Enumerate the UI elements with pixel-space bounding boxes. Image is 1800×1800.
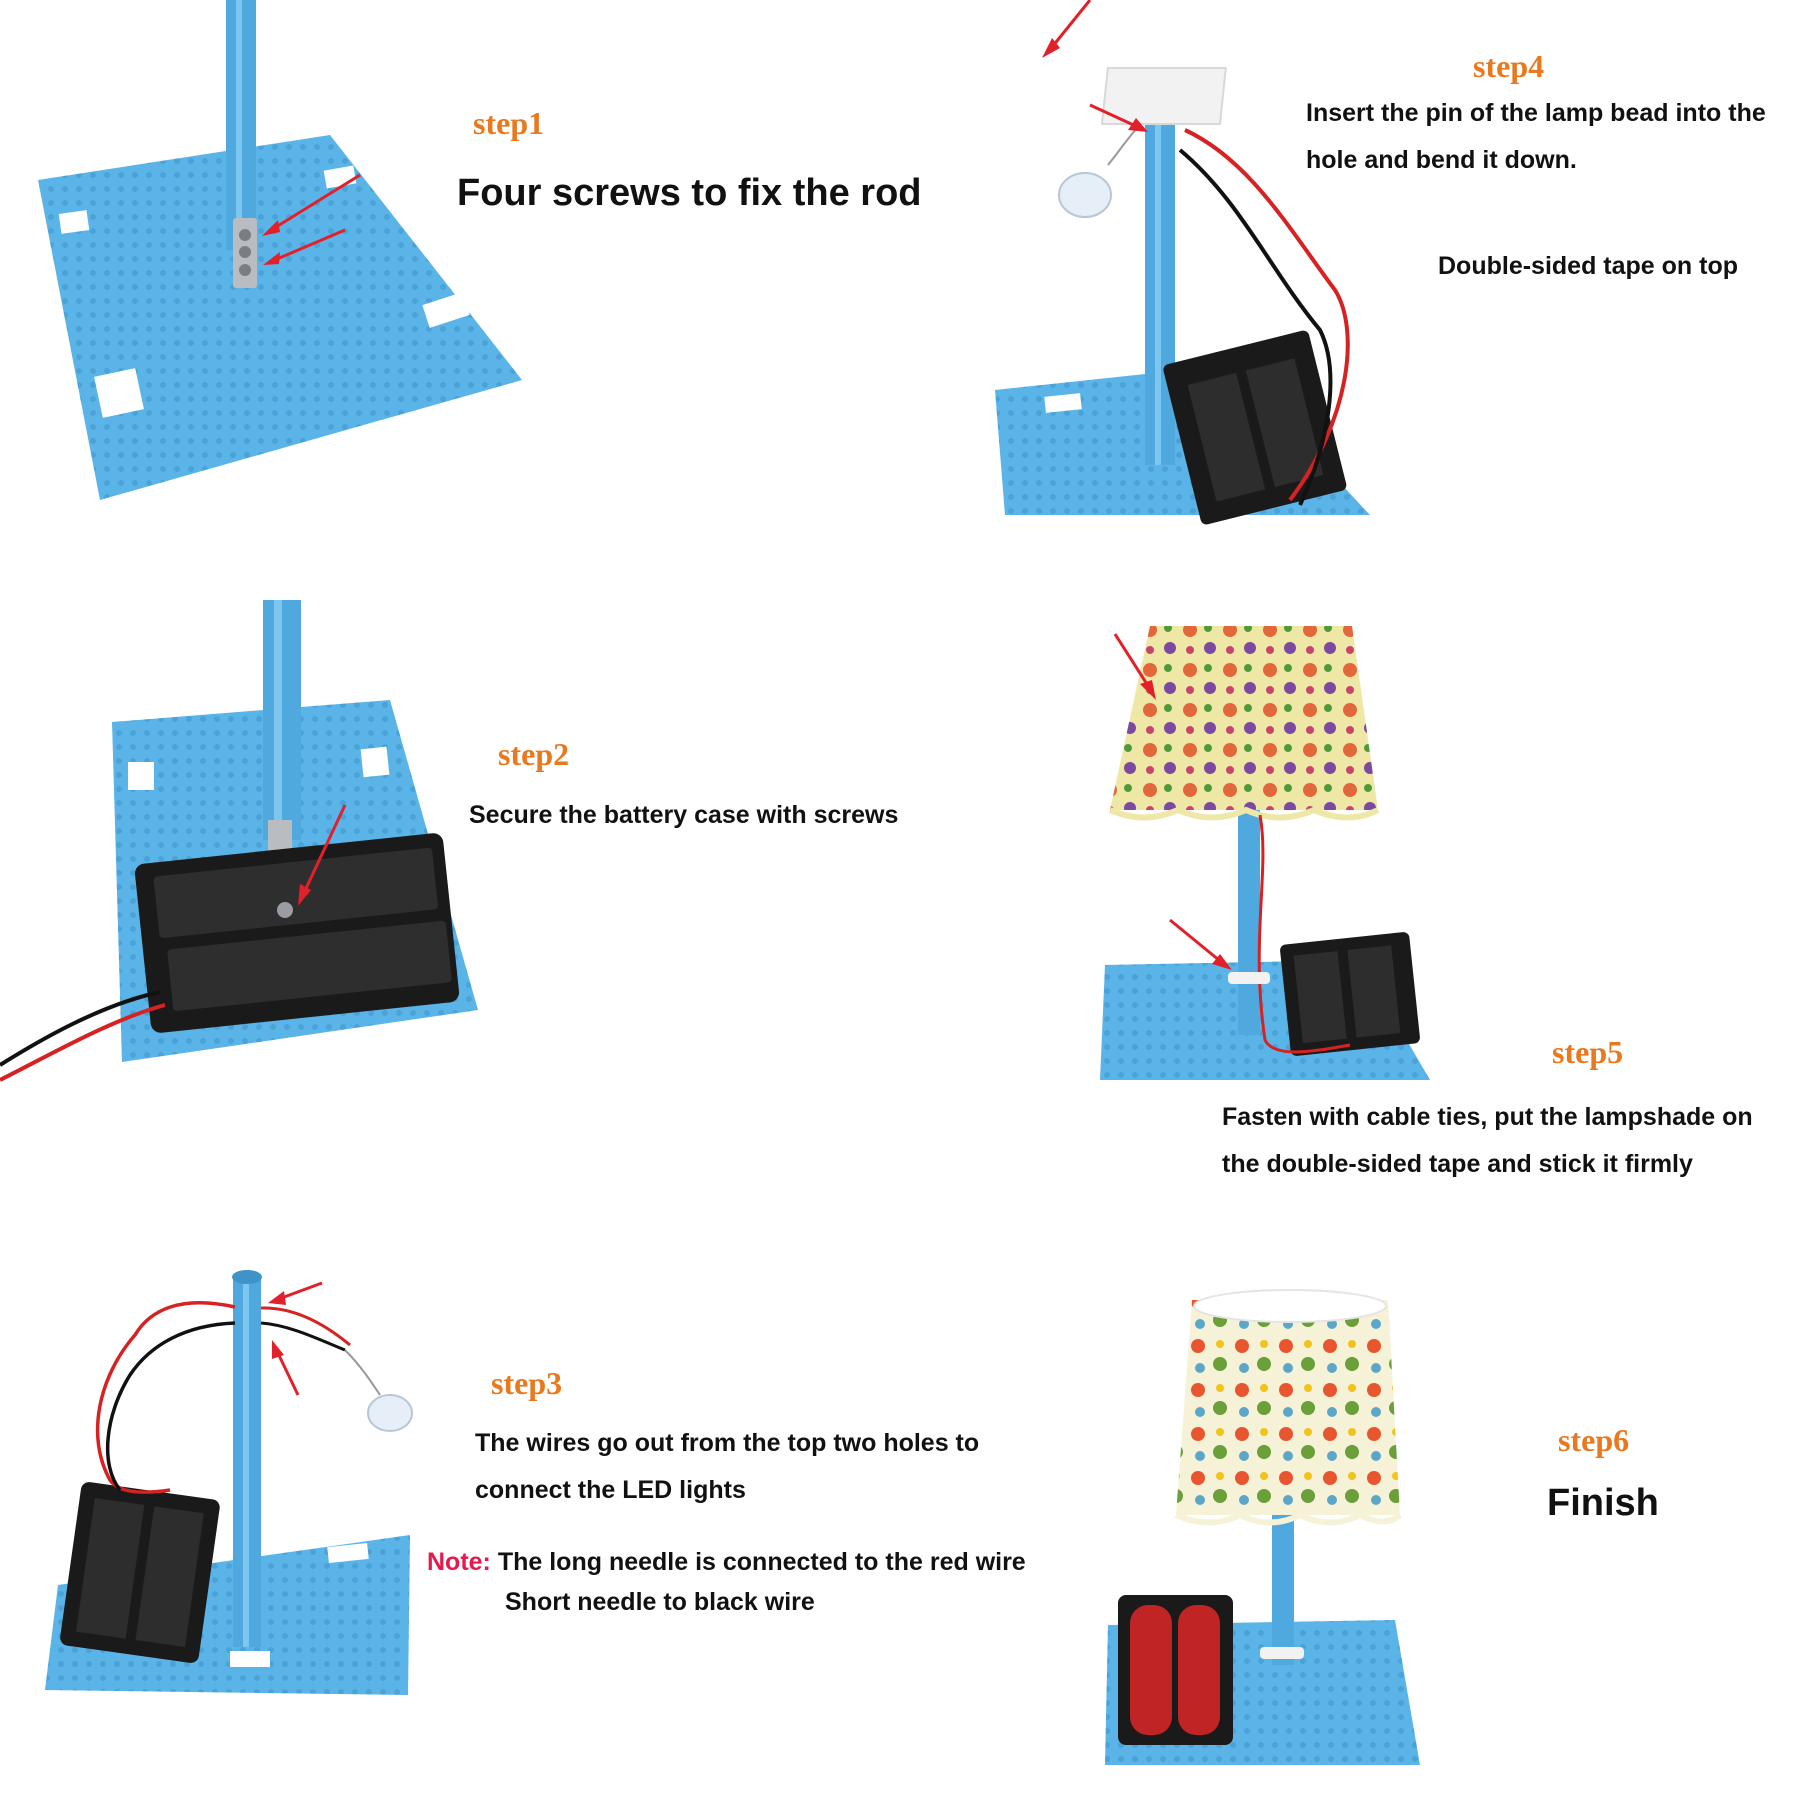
wires-to-led-photo	[45, 1270, 413, 1695]
step6-label: step6	[1558, 1422, 1630, 1458]
step3-label: step3	[491, 1365, 563, 1401]
note-label: Note:	[427, 1548, 491, 1576]
step4-line3: Double-sided tape on top	[1438, 252, 1738, 280]
step5-label: step5	[1552, 1034, 1624, 1070]
led-on-rod-photo	[995, 0, 1370, 525]
lampshade-attached-photo	[1100, 626, 1430, 1080]
step6-description: Finish	[1547, 1482, 1659, 1524]
step3-line2: connect the LED lights	[475, 1476, 746, 1504]
step4-line2: hole and bend it down.	[1306, 146, 1577, 174]
step1-label: step1	[473, 105, 545, 141]
note-line1: Note: The long needle is connected to th…	[427, 1548, 1026, 1577]
battery-case-on-board-photo	[0, 600, 478, 1082]
note-line2: Short needle to black wire	[505, 1588, 815, 1616]
step4-line1: Insert the pin of the lamp bead into the	[1306, 99, 1766, 127]
step5-line1: Fasten with cable ties, put the lampshad…	[1222, 1103, 1753, 1131]
finished-lamp-photo	[1105, 1289, 1420, 1765]
step3-line1: The wires go out from the top two holes …	[475, 1429, 980, 1457]
step5-line2: the double-sided tape and stick it firml…	[1222, 1150, 1693, 1178]
step4-label: step4	[1473, 48, 1545, 84]
step1-description: Four screws to fix the rod	[457, 172, 922, 214]
step2-description: Secure the battery case with screws	[469, 801, 899, 829]
note-text-long-needle: The long needle is connected to the red …	[497, 1548, 1026, 1576]
board-with-rod-photo	[38, 0, 522, 500]
step2-label: step2	[498, 736, 570, 772]
